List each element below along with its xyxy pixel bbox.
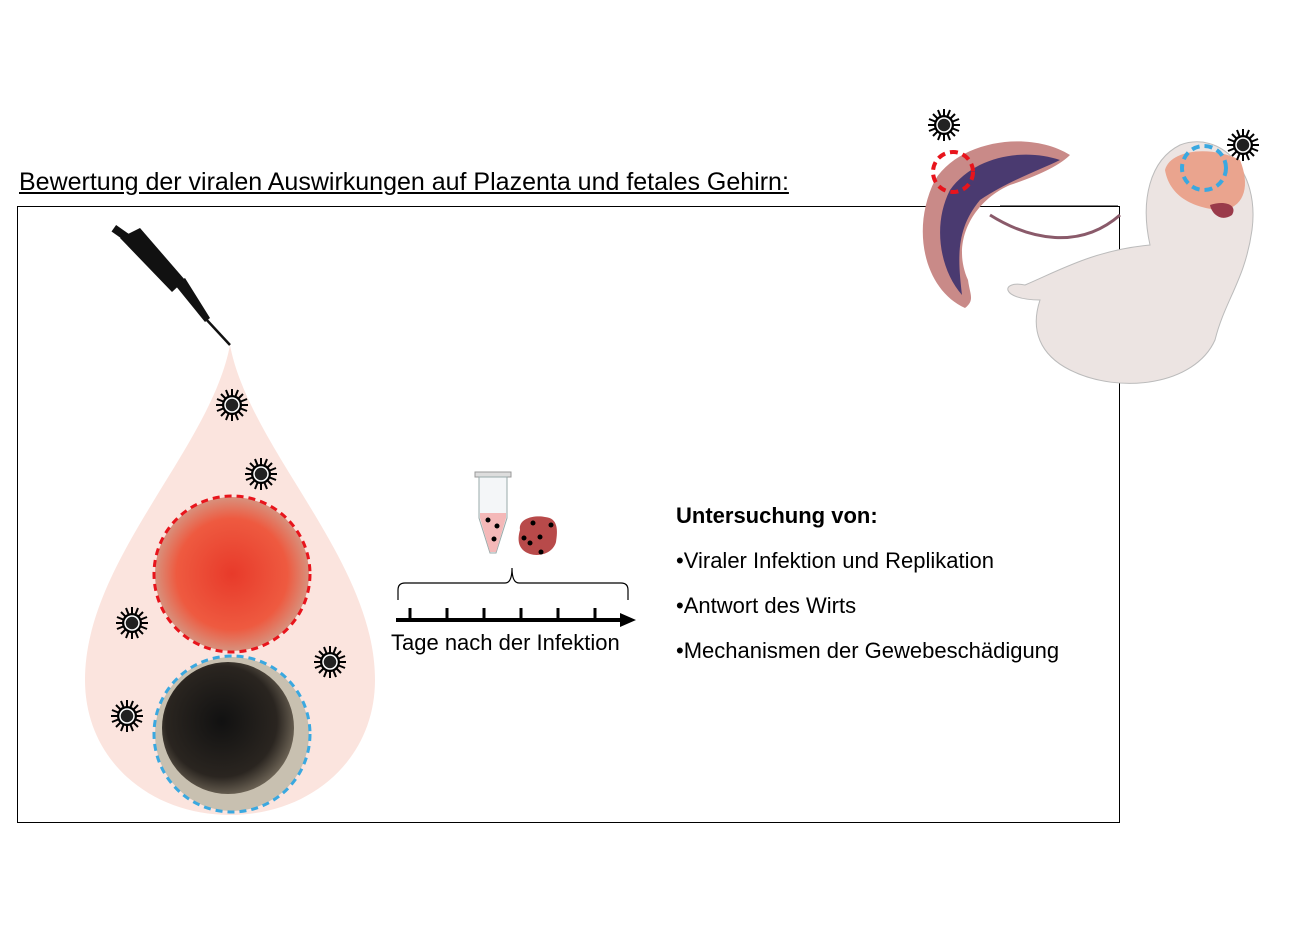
timeline-label: Tage nach der Infektion <box>391 630 620 655</box>
study-item: •Antwort des Wirts <box>676 593 857 618</box>
placenta-highlight-circle <box>931 150 975 194</box>
page-title: Bewertung der viralen Auswirkungen auf P… <box>19 168 789 196</box>
virus-icon <box>1226 128 1260 162</box>
study-heading: Untersuchung von: <box>676 503 878 528</box>
virus-icon <box>927 108 961 142</box>
brain-highlight-circle <box>1180 144 1228 192</box>
fetus-placenta-illustration <box>922 141 1254 384</box>
organoid-icon <box>518 516 557 555</box>
pipette-icon <box>111 224 231 346</box>
placenta-organoid-image <box>155 497 309 651</box>
timeline-axis <box>396 608 636 627</box>
tube-icon <box>474 471 512 554</box>
brace <box>397 567 629 600</box>
study-item: •Viraler Infektion und Replikation <box>676 548 994 573</box>
brain-organoid-image <box>162 662 294 794</box>
study-list: Untersuchung von: •Viraler Infektion und… <box>676 493 1059 673</box>
placenta-marker-circle <box>152 494 312 654</box>
diagram-frame <box>17 206 1120 823</box>
study-item: •Mechanismen der Gewebeschädigung <box>676 638 1060 663</box>
brain-marker-circle <box>152 654 312 814</box>
